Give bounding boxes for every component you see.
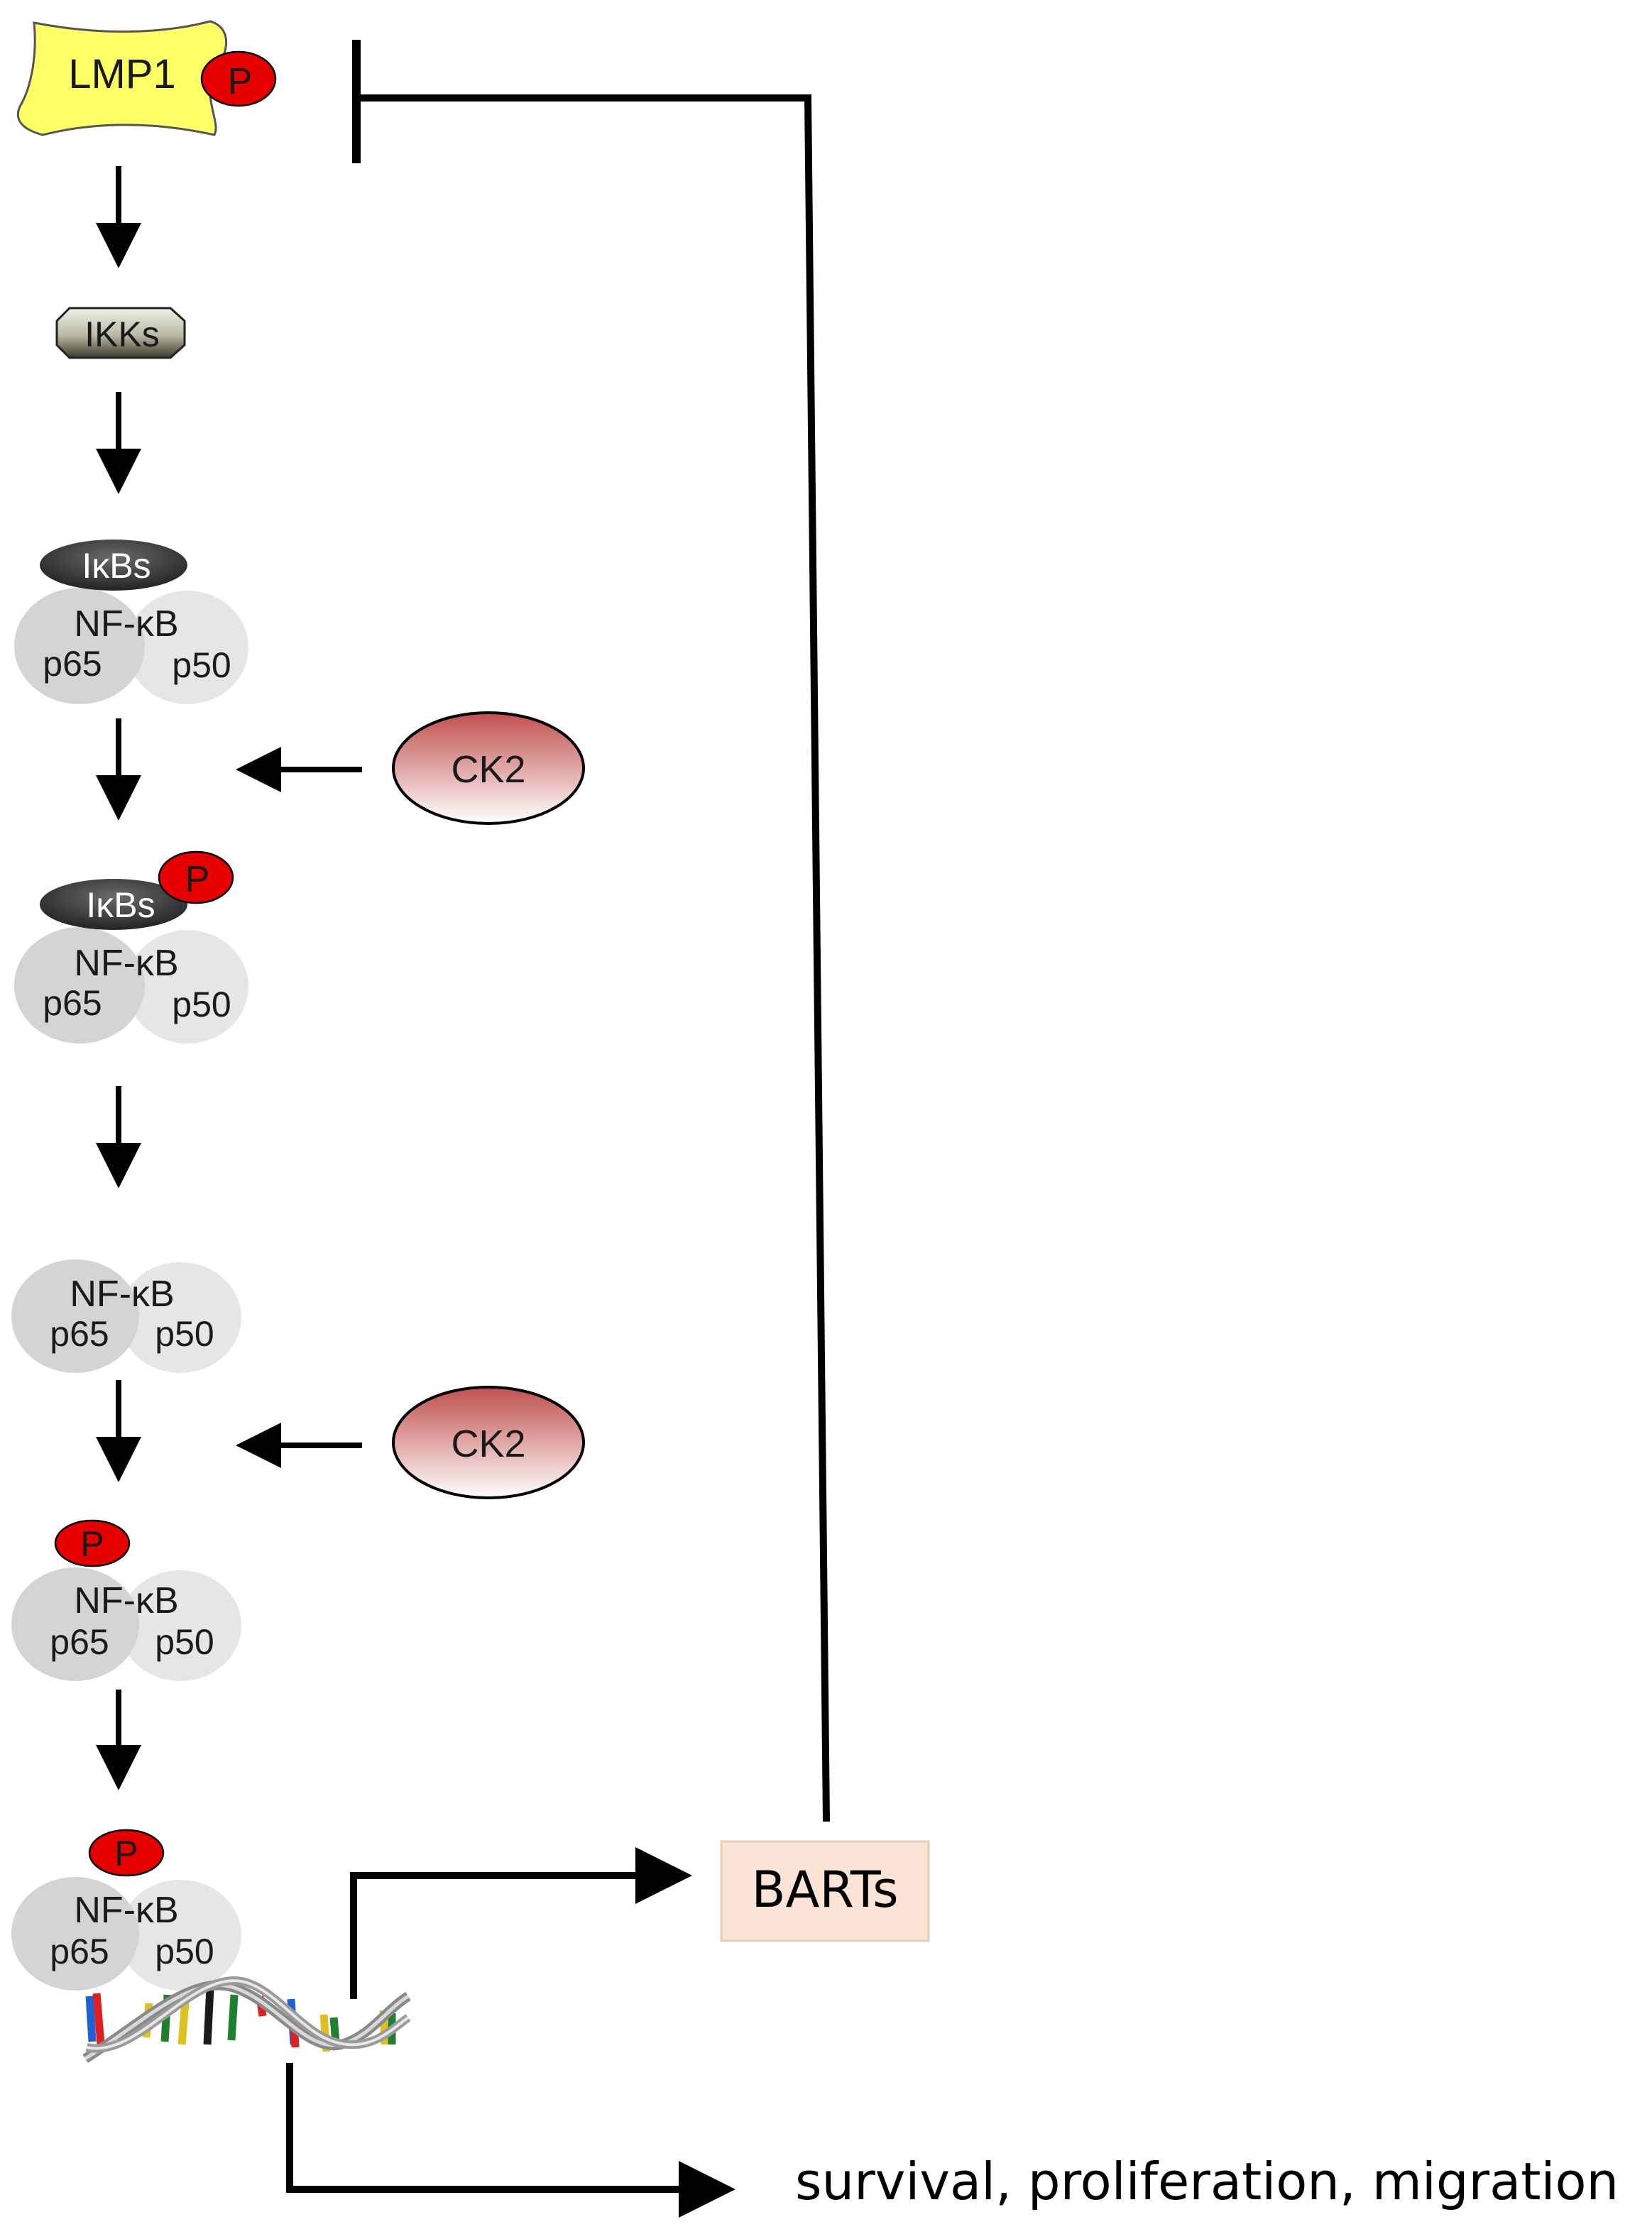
p65-label: p65 [50,1622,109,1662]
ck2-label: CK2 [451,1423,525,1465]
nfkb-ikb-complex-1: IκBs NF-κB p65 p50 [14,540,248,704]
arrow-dna-to-outcome [286,2063,735,2218]
ikbs-label: IκBs [82,546,151,586]
p65-subunit-shape [14,927,145,1044]
ikks-shape [55,307,186,359]
p65-phospho-label: P [80,1524,104,1564]
lmp1-phospho-label: P [228,61,253,102]
dna-helix-icon [82,1976,411,2063]
nfkb-ikb-complex-2: IκBs P NF-κB p65 p50 [14,850,248,1044]
p50-label: p50 [155,1622,214,1662]
nfkb-label: NF-κB [74,1890,178,1931]
barts-label: BARTs [751,1861,898,1919]
outcome-label: survival, proliferation, migration [795,2152,1619,2211]
p50-subunit-shape [119,1262,241,1373]
p50-subunit-shape [126,591,248,704]
arrow-dna-to-barts [350,1847,692,1999]
p65-subunit-shape [11,1877,139,1991]
p50-subunit-shape [119,1570,241,1681]
p65-label: p65 [50,1932,109,1971]
p65-label: p65 [50,1314,109,1354]
ikbs-shape [40,879,187,930]
ck2-node-1: CK2 [392,711,585,825]
barts-box [720,1840,930,1942]
p65-phospho-badge [54,1519,131,1567]
p50-label: p50 [172,985,231,1024]
p50-subunit-shape [126,930,248,1044]
ck2-label: CK2 [451,748,525,791]
nfkb-complex-3: NF-κB p65 p50 [11,1259,241,1373]
p65-label: p65 [43,983,102,1023]
lmp1-label: LMP1 [68,51,176,97]
nfkb-label: NF-κB [74,943,178,984]
ikbs-label: IκBs [86,885,155,925]
ikbs-phospho-badge [158,850,234,904]
p50-label: p50 [155,1314,214,1354]
ikks-node: IKKs [55,307,186,359]
inhibition-line-barts-to-lmp1 [356,94,830,1822]
p50-label: p50 [172,645,231,685]
nfkb-label: NF-κB [70,1274,174,1315]
p65-subunit-shape [14,588,145,704]
p50-label: p50 [155,1932,214,1971]
p65-subunit-shape [11,1567,139,1681]
ck2-shape [392,1386,585,1499]
p65-subunit-shape [11,1259,139,1373]
p65-phospho-badge [88,1829,165,1877]
ikbs-phospho-label: P [185,859,210,900]
ikks-label: IKKs [84,314,160,354]
ck2-node-2: CK2 [392,1386,585,1499]
ck2-shape [392,711,585,825]
p65-phospho-label: P [114,1834,138,1873]
p65-label: p65 [43,644,102,684]
nfkb-label: NF-κB [74,1580,178,1621]
nfkb-phospho-complex-4: P NF-κB p65 p50 [11,1519,241,1681]
nfkb-phospho-complex-5: P NF-κB p65 p50 [11,1829,241,1991]
nfkb-label: NF-κB [74,603,178,645]
ikbs-shape [40,540,187,591]
lmp1-node: LMP1 P [16,20,277,136]
p50-subunit-shape [119,1880,241,1991]
lmp1-shape [16,20,228,136]
barts-node: BARTs [720,1840,930,1942]
lmp1-phospho-badge [200,50,277,107]
